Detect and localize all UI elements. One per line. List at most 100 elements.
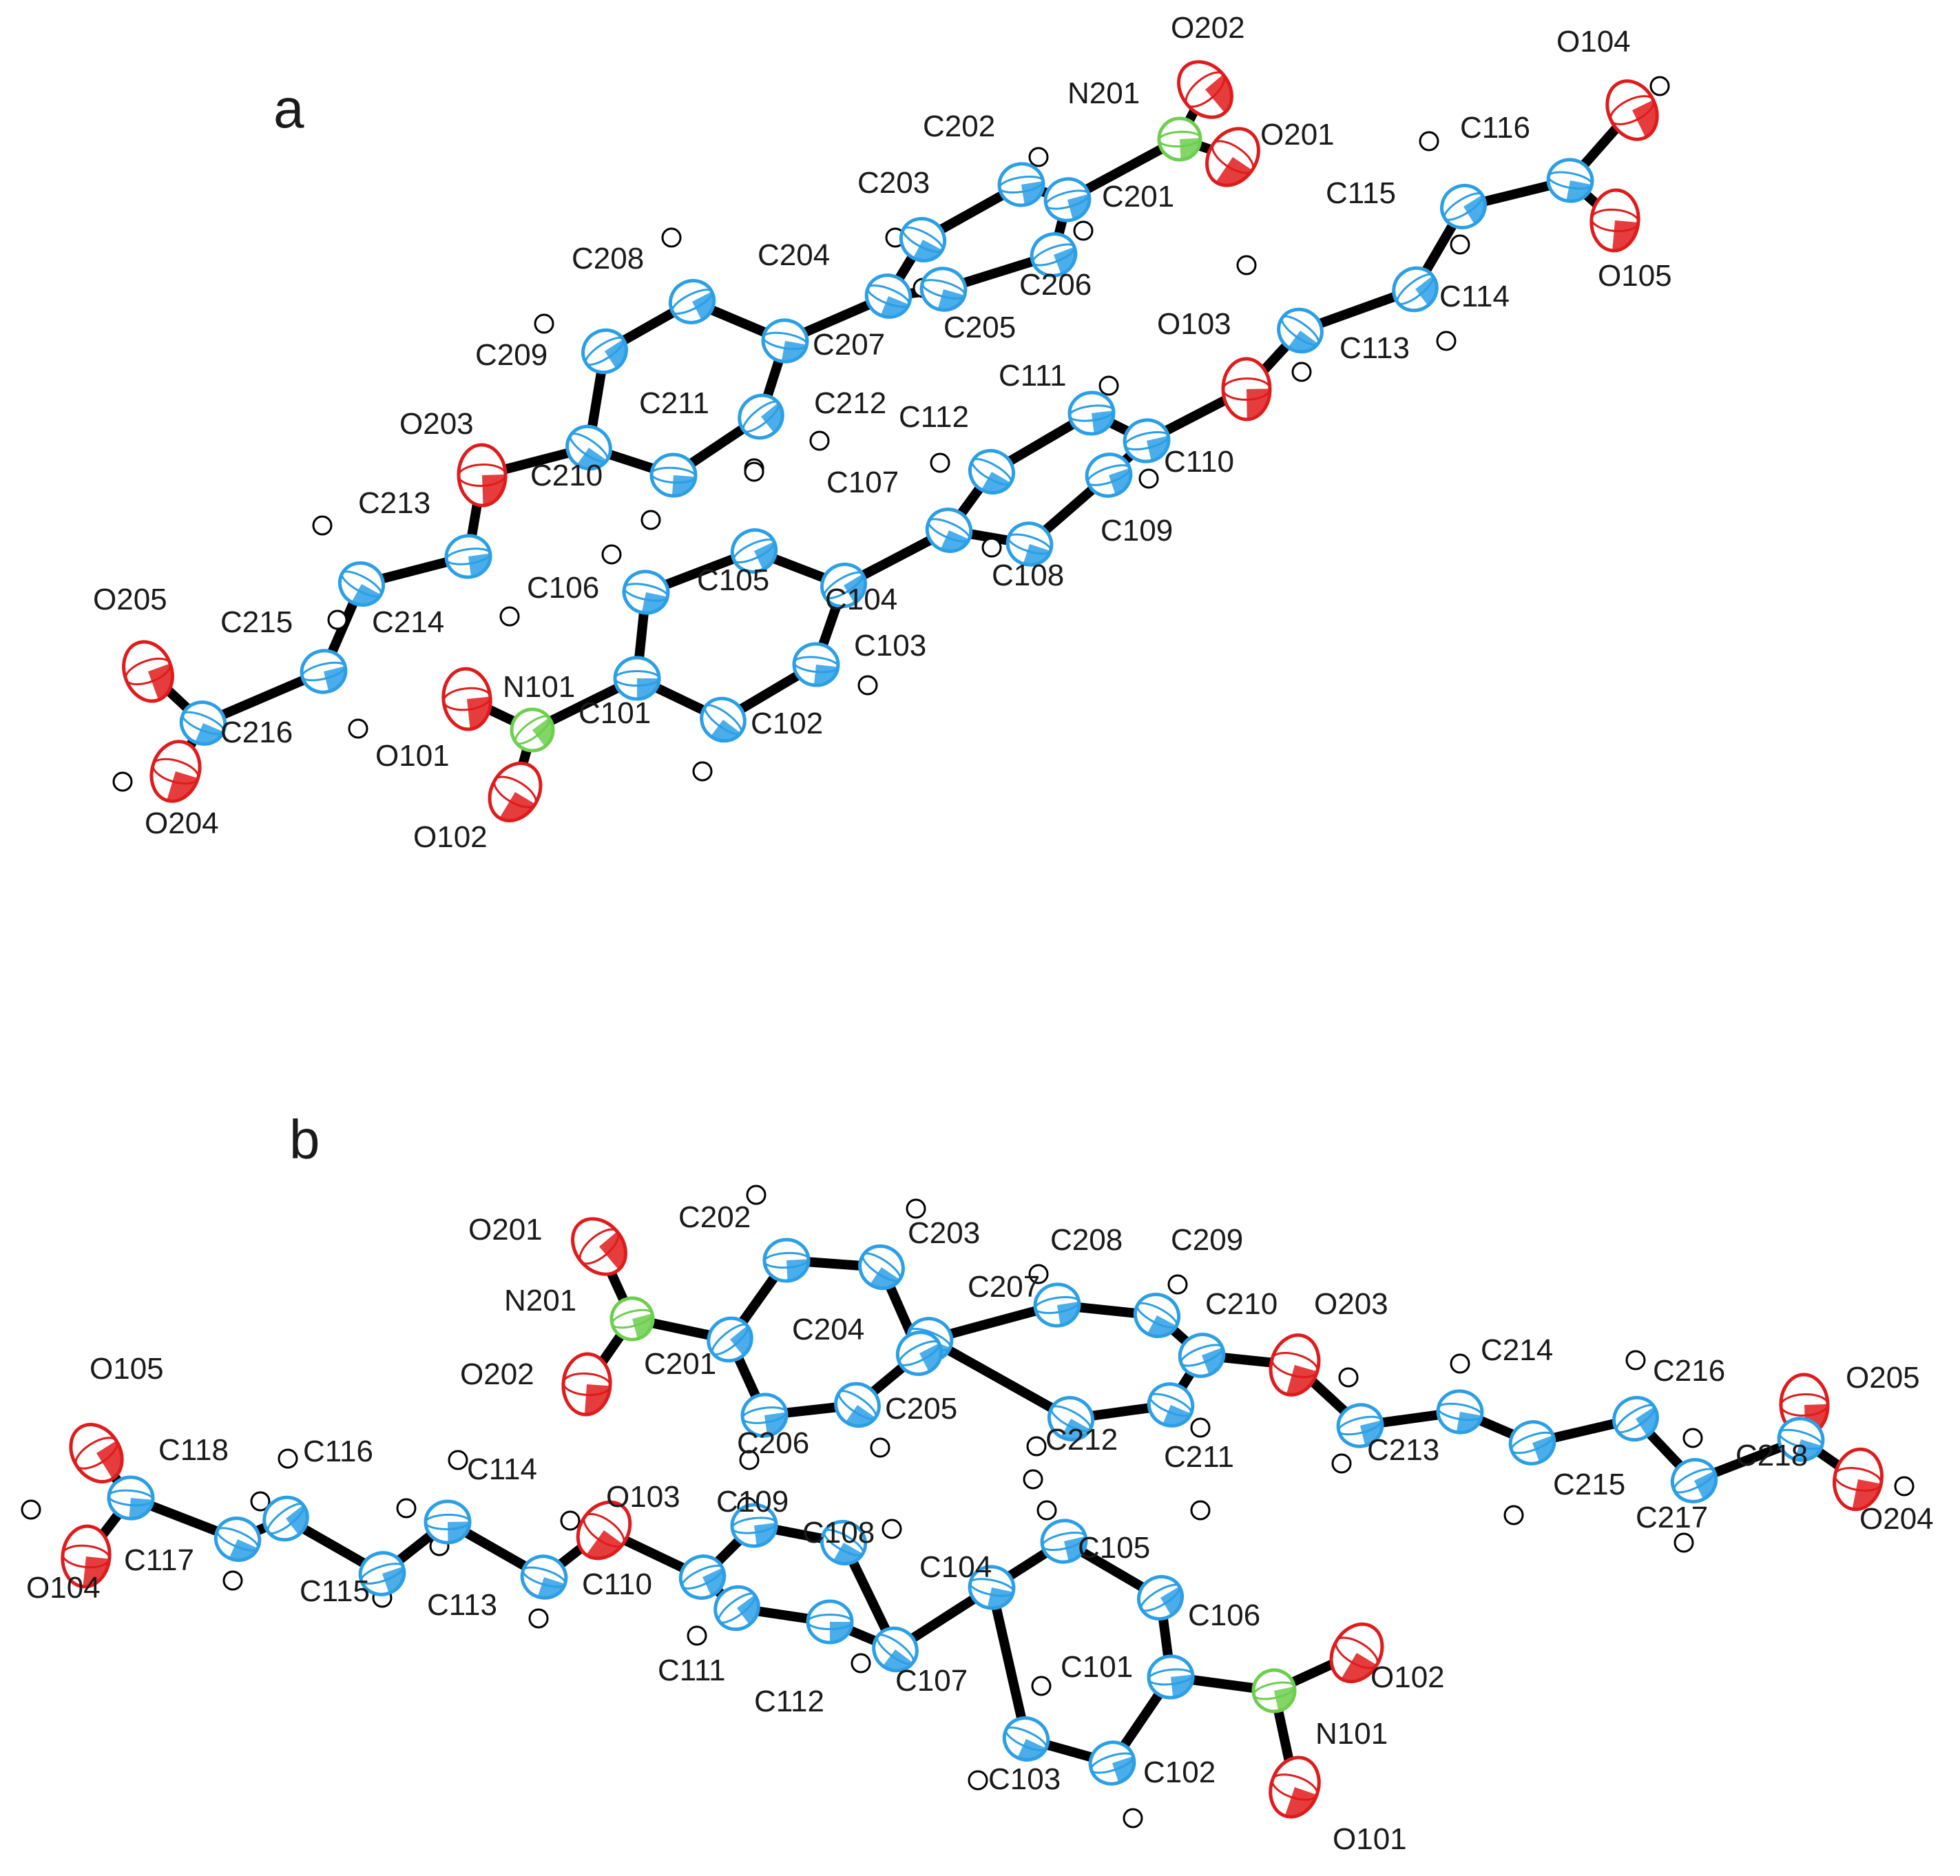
hydrogen-atom (1649, 76, 1670, 96)
atom-b-c112 (806, 1599, 854, 1645)
atom-b-n101 (1251, 1668, 1297, 1713)
atom-a-c212 (738, 393, 784, 440)
hydrogen-atom (1331, 1453, 1352, 1474)
atom-b-c101 (1147, 1654, 1195, 1700)
atom-label-b-c214: C214 (1481, 1333, 1553, 1367)
atom-label-b-c110: C110 (582, 1567, 652, 1601)
atom-label-b-c206: C206 (737, 1426, 809, 1460)
atom-a-o204 (149, 740, 202, 803)
hydrogen-atom (746, 1185, 767, 1205)
atom-b-o105 (69, 1423, 124, 1483)
atom-a-c101 (613, 656, 661, 701)
atom-b-c209 (1133, 1293, 1181, 1338)
atom-label-b-c205: C205 (885, 1392, 957, 1426)
atom-label-a-c213: C213 (358, 486, 430, 520)
atom-label-a-n101: N101 (503, 670, 575, 704)
atom-label-a-c108: C108 (992, 559, 1064, 592)
atom-b-o201 (571, 1217, 627, 1276)
atom-b-c202 (762, 1238, 811, 1283)
atom-label-b-c211: C211 (1164, 1440, 1234, 1474)
atom-label-a-o204: O204 (145, 806, 219, 840)
atom-label-b-o101: O101 (1333, 1822, 1407, 1856)
atom-label-b-o104: O104 (26, 1571, 101, 1605)
atom-label-b-c102: C102 (1143, 1755, 1216, 1789)
atom-label-b-c216: C216 (1653, 1354, 1725, 1388)
hydrogen-atom (1073, 220, 1094, 241)
atom-b-o202 (561, 1352, 612, 1417)
atom-label-b-c115: C115 (300, 1574, 370, 1608)
atom-b-o102 (1329, 1622, 1384, 1684)
atom-a-c215 (300, 649, 348, 694)
atom-b-c218 (1777, 1417, 1825, 1462)
atom-label-b-c101: C101 (1061, 1650, 1133, 1684)
atom-b-c114 (424, 1499, 472, 1545)
atom-label-b-c204: C204 (792, 1313, 864, 1346)
atom-b-c117 (213, 1517, 262, 1562)
hydrogen-atom (1028, 1264, 1049, 1284)
atom-a-c202 (997, 162, 1045, 207)
hydrogen-atom (1291, 362, 1312, 382)
atom-a-c207 (761, 318, 809, 364)
atom-label-a-o103: O103 (1157, 307, 1231, 341)
atom-label-a-c112: C112 (899, 400, 969, 434)
atom-label-b-c202: C202 (678, 1200, 751, 1234)
atom-label-a-c110: C110 (1164, 445, 1234, 479)
atom-a-n201 (1157, 116, 1202, 162)
atom-a-c106 (622, 570, 670, 615)
atom-b-c111 (713, 1585, 760, 1632)
atom-label-b-c210: C210 (1205, 1287, 1278, 1321)
atom-a-o201 (1205, 127, 1260, 187)
atom-a-c114 (1392, 266, 1439, 313)
hydrogen-atom (1503, 1505, 1524, 1525)
hydrogen-atom (1236, 255, 1257, 275)
hydrogen-atom (250, 1491, 271, 1512)
hydrogen-atom (348, 718, 368, 739)
atom-label-a-o201: O201 (1260, 118, 1335, 152)
atom-label-a-c202: C202 (923, 110, 995, 143)
atom-b-n201 (609, 1296, 655, 1342)
atom-label-b-c114: C114 (467, 1452, 537, 1486)
atom-label-a-c103: C103 (854, 629, 926, 663)
atom-label-b-o103: O103 (606, 1480, 680, 1514)
atom-label-a-c205: C205 (943, 311, 1016, 344)
hydrogen-atom (1450, 1353, 1470, 1374)
atom-label-b-o105: O105 (90, 1352, 164, 1386)
atom-label-a-c203: C203 (857, 166, 930, 200)
hydrogen-atom (1338, 1367, 1359, 1388)
atom-b-c109 (730, 1503, 778, 1548)
hydrogen-atom (1436, 331, 1457, 351)
hydrogen-atom (1138, 468, 1159, 489)
hydrogen-atom (1190, 1500, 1211, 1521)
hydrogen-atom (851, 1653, 871, 1674)
bond-b-c212-c207 (925, 1335, 1076, 1424)
atom-b-c211 (1147, 1382, 1195, 1428)
atom-label-b-c104: C104 (919, 1550, 992, 1584)
atom-b-c212 (1047, 1396, 1095, 1441)
atom-label-b-c212: C212 (1045, 1423, 1118, 1457)
atom-label-b-c113: C113 (427, 1588, 497, 1622)
hydrogen-atom (739, 1450, 760, 1470)
hydrogen-atom (692, 761, 713, 782)
atom-b-c210 (1178, 1333, 1226, 1378)
hydrogen-atom (1028, 147, 1049, 167)
atom-a-o205 (122, 640, 174, 703)
atom-label-b-c209: C209 (1171, 1223, 1243, 1257)
atom-label-a-c215: C215 (220, 605, 293, 639)
atom-b-c108 (820, 1519, 868, 1566)
atom-b-c204 (895, 1331, 943, 1376)
atom-a-c103 (792, 642, 840, 687)
hydrogen-atom (870, 1437, 890, 1458)
hydrogen-atom (744, 461, 764, 482)
atom-label-a-o101: O101 (375, 739, 450, 773)
atom-b-c216 (1612, 1395, 1659, 1442)
atom-label-a-c102: C102 (751, 707, 823, 740)
hydrogen-atom (312, 515, 333, 536)
atom-b-c116 (262, 1495, 309, 1542)
hydrogen-atom (396, 1498, 417, 1519)
atom-b-c115 (358, 1551, 406, 1596)
atom-label-b-o204: O204 (1859, 1502, 1934, 1536)
atom-label-b-o201: O201 (468, 1213, 543, 1247)
atom-b-c214 (1436, 1389, 1484, 1435)
hydrogen-atom (687, 1625, 707, 1646)
